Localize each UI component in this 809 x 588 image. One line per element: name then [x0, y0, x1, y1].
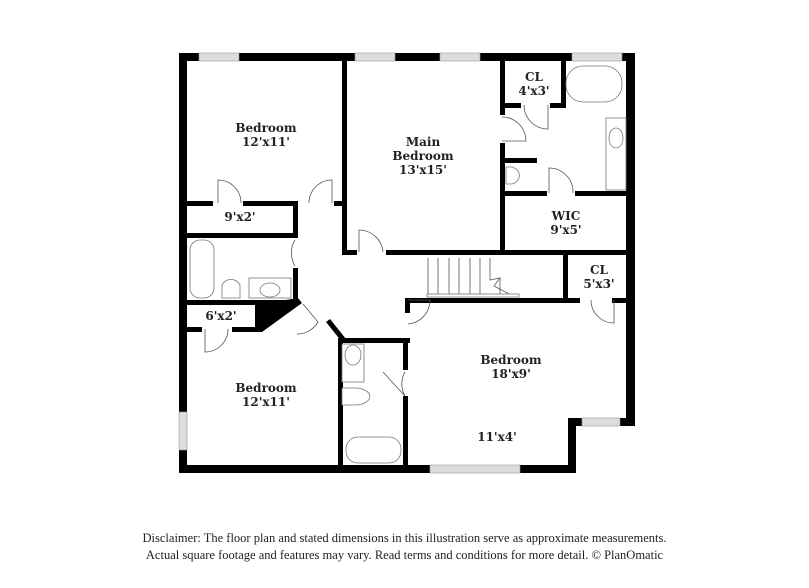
- disclaimer-line-1: Disclaimer: The floor plan and stated di…: [142, 531, 667, 545]
- room-dims: 5'x3': [583, 277, 615, 291]
- room-dims: 12'x11': [242, 135, 290, 149]
- room-name: CL: [524, 70, 543, 84]
- room-dims: 9'x2': [224, 210, 256, 224]
- room-name-line1: Main: [405, 135, 441, 149]
- room-label-cl-5x3: CL 5'x3': [583, 263, 614, 291]
- room-label-bedroom-sw: Bedroom 12'x11': [235, 381, 296, 409]
- disclaimer: Disclaimer: The floor plan and stated di…: [0, 530, 809, 564]
- disclaimer-line-2: Actual square footage and features may v…: [145, 548, 664, 562]
- room-dims: 9'x5': [550, 223, 582, 237]
- interior-walls: [187, 53, 630, 473]
- room-dims: 11'x4': [477, 430, 517, 444]
- room-name: CL: [589, 263, 608, 277]
- room-dims: 13'x15': [399, 163, 447, 177]
- room-label-closet-6x2: 6'x2': [205, 309, 236, 323]
- room-label-bedroom-se: Bedroom 18'x9': [480, 353, 541, 381]
- room-name: Bedroom: [235, 121, 297, 135]
- room-dims: 6'x2': [205, 309, 237, 323]
- windows: [178, 52, 623, 474]
- room-name-line2: Bedroom: [392, 149, 454, 163]
- room-label-main-bedroom: Main Bedroom 13'x15': [392, 135, 453, 177]
- room-label-cl-4x3: CL 4'x3': [518, 70, 549, 98]
- floor-plan-drawing: [178, 52, 635, 474]
- room-dims: 4'x3': [518, 84, 550, 98]
- room-name: Bedroom: [480, 353, 542, 367]
- room-label-closet-9x2: 9'x2': [224, 210, 255, 224]
- room-label-bedroom-nw: Bedroom 12'x11': [235, 121, 296, 149]
- room-name: WIC: [551, 209, 581, 223]
- doors: [204, 104, 615, 397]
- room-label-wic: WIC 9'x5': [550, 209, 581, 237]
- stairs: [426, 258, 520, 298]
- room-label-nook: 11'x4': [477, 430, 517, 444]
- room-dims: 12'x11': [242, 395, 290, 409]
- room-name: Bedroom: [235, 381, 297, 395]
- room-dims: 18'x9': [491, 367, 531, 381]
- bath-fixtures: [189, 65, 627, 464]
